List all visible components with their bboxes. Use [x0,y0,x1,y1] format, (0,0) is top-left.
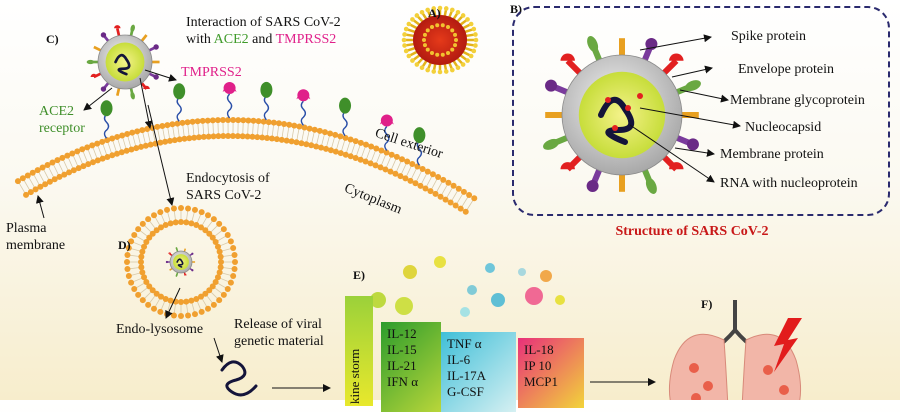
cytokine-item: IL-17A [447,368,510,384]
ace2-receptor [173,83,185,121]
cytokine-item: IL-12 [387,326,435,342]
interaction-tmprss2: TMPRSS2 [276,32,337,47]
ace2-label-line2: receptor [39,120,85,137]
ace2-receptor [339,98,351,136]
cytokine-bubble [403,265,417,279]
cytokine-bubble [540,270,552,282]
arrow-release [214,338,222,362]
cytokine-group-c: IL-18 IP 10 MCP1 [518,338,584,408]
ace2-receptor [260,82,272,120]
cytokine-bubble [460,307,470,317]
interaction-title-line2: with ACE2 and TMPRSS2 [186,31,336,48]
panel-label-c: C) [46,32,59,47]
tmprss2-receptor [296,89,310,125]
arrow-endocytosis [148,105,172,205]
inflammation-spot [703,381,713,391]
release-line2: genetic material [234,333,324,350]
lungs-illustration [669,300,802,400]
arrow-plasma-membrane [38,196,44,218]
endo-lysosome-label: Endo-lysosome [116,321,203,338]
release-line1: Release of viral [234,316,322,333]
cytokine-bubble [434,256,446,268]
endocytosis-line2: SARS CoV-2 [186,187,261,204]
ace2-receptor [101,100,113,138]
structure-part-membrane-protein: Membrane protein [720,146,824,163]
cytokine-bubble [518,268,526,276]
interaction-with: with [186,32,211,47]
structure-part-rna: RNA with nucleoprotein [720,175,858,192]
virus-panel-c [87,24,160,100]
cytokine-bubble [525,287,543,305]
cytokine-item: G-CSF [447,384,510,400]
cytokine-bubble [491,293,505,307]
interaction-ace2: ACE2 [214,32,249,47]
panel-label-f: F) [701,297,712,312]
plasma-membrane-line2: membrane [6,237,65,254]
tmprss2-receptor [223,82,237,118]
inflammation-spot [689,363,699,373]
cytokine-item: IL-18 [524,342,578,358]
panel-label-e: E) [353,268,365,283]
panel-label-d: D) [118,238,131,253]
interaction-title-line1: Interaction of SARS CoV-2 [186,14,341,31]
plasma-membrane-line1: Plasma [6,220,46,237]
ace2-label-line1: ACE2 [39,103,74,120]
cytokine-item: MCP1 [524,374,578,390]
interaction-and: and [252,32,272,47]
cytokine-group-a: IL-12 IL-15 IL-21 IFN α [381,322,441,412]
cytokine-bubble [395,297,413,315]
cytokine-item: IL-21 [387,358,435,374]
structure-part-spike: Spike protein [731,28,806,45]
cytokine-item: IL-6 [447,352,510,368]
inflammation-spot [763,365,773,375]
cytokine-group-b: TNF α IL-6 IL-17A G-CSF [441,332,516,412]
cytokine-bubble [485,263,495,273]
structure-title: Structure of SARS CoV-2 [542,224,842,240]
viral-rna [222,362,256,395]
structure-part-nucleocapsid: Nucleocapsid [745,119,821,136]
panel-label-a: A) [428,6,441,21]
endocytosis-line1: Endocytosis of [186,170,270,187]
cytokine-item: IFN α [387,374,435,390]
tmprss2-label: TMPRSS2 [181,64,242,81]
structure-part-membrane-glycoprotein: Membrane glycoprotein [730,92,865,109]
cytokine-item: IL-15 [387,342,435,358]
inflammation-spot [779,385,789,395]
cytokine-item: TNF α [447,336,510,352]
cytokine-bubble [467,285,477,295]
cytokine-storm-label: kine storm [347,349,363,404]
cytokine-storm-bar: kine storm [345,296,373,406]
structure-part-envelope: Envelope protein [738,61,834,78]
cytokine-bubble [555,295,565,305]
virus-in-endosome [166,247,195,277]
cytokine-item: IP 10 [524,358,578,374]
